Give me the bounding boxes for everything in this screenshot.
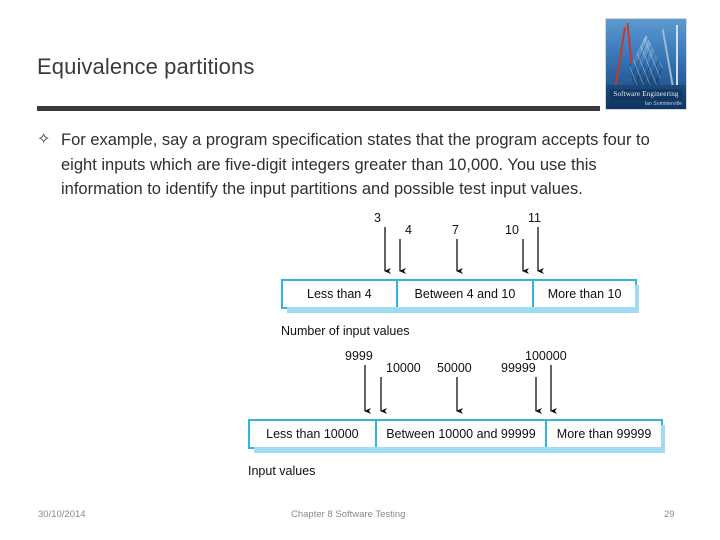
caption-number-of-input-values: Number of input values bbox=[281, 324, 410, 338]
marker-label-10: 10 bbox=[505, 223, 519, 237]
partition-cell-between-4-and-10: Between 4 and 10 bbox=[398, 281, 535, 307]
star-bullet-icon: ✧ bbox=[37, 131, 51, 148]
equivalence-partition-figure: 3 4 7 10 11 Less than 4 Between 4 and 10… bbox=[0, 205, 720, 495]
value-partition-bar: Less than 10000 Between 10000 and 99999 … bbox=[248, 419, 665, 453]
count-partition-bar: Less than 4 Between 4 and 10 More than 1… bbox=[281, 279, 639, 313]
marker-label-100000: 100000 bbox=[525, 349, 567, 363]
page-title: Equivalence partitions bbox=[37, 54, 255, 79]
mast-icon bbox=[676, 25, 678, 91]
partition-cell-between-10000-and-99999: Between 10000 and 99999 bbox=[377, 421, 548, 447]
footer-chapter-label: Chapter 8 Software Testing bbox=[291, 509, 406, 520]
figure-arrow-layer bbox=[364, 227, 557, 414]
footer-page-number: 29 bbox=[664, 509, 675, 520]
book-cover-thumbnail-image: Software Engineering Ian Sommerville bbox=[605, 18, 687, 110]
marker-label-50000: 50000 bbox=[437, 361, 472, 375]
marker-label-9999: 9999 bbox=[345, 349, 373, 363]
marker-label-99999: 99999 bbox=[501, 361, 536, 375]
cover-subtitle-text: Ian Sommerville bbox=[644, 101, 682, 107]
partition-cell-less-than-4: Less than 4 bbox=[283, 281, 398, 307]
partition-cell-less-than-10000: Less than 10000 bbox=[250, 421, 377, 447]
marker-label-4: 4 bbox=[405, 223, 412, 237]
marker-label-3: 3 bbox=[374, 211, 381, 225]
marker-label-7: 7 bbox=[452, 223, 459, 237]
partition-cell-more-than-10: More than 10 bbox=[547, 287, 622, 301]
bullet-body-text: For example, say a program specification… bbox=[61, 131, 650, 198]
cover-title-text: Software Engineering bbox=[613, 90, 679, 98]
bullet-list: ✧ For example, say a program specificati… bbox=[37, 128, 685, 202]
marker-label-11: 11 bbox=[528, 211, 541, 225]
cover-title-band bbox=[610, 89, 682, 100]
caption-input-values: Input values bbox=[248, 464, 316, 478]
list-item: ✧ For example, say a program specificati… bbox=[37, 128, 685, 202]
partition-cell-more-than-99999: More than 99999 bbox=[556, 427, 652, 441]
title-divider bbox=[37, 106, 600, 111]
slide-footer: 30/10/2014 Chapter 8 Software Testing 29 bbox=[0, 505, 720, 531]
footer-date: 30/10/2014 bbox=[38, 509, 86, 520]
marker-label-10000: 10000 bbox=[386, 361, 421, 375]
